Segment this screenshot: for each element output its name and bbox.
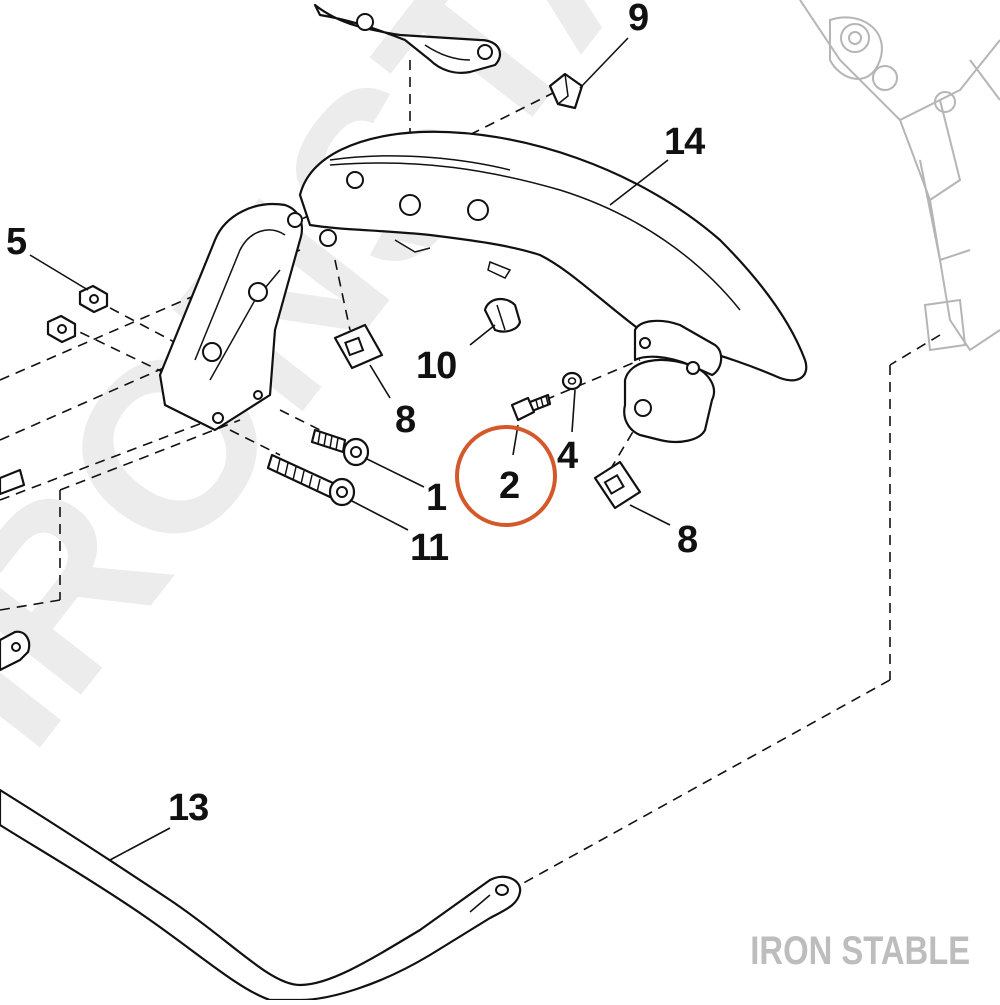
part-9-clip — [548, 72, 584, 110]
callout-8-lower: 8 — [677, 519, 697, 561]
callout-9: 9 — [628, 0, 648, 39]
top-bracket-part — [313, 3, 502, 74]
part-2-screw — [510, 393, 552, 422]
left-partial-bolt — [0, 468, 26, 496]
brand-watermark-logo: IRON STABLE — [750, 929, 970, 973]
left-lower-bracket — [0, 630, 31, 672]
callout-10: 10 — [416, 345, 456, 387]
part-14-fender — [298, 130, 808, 382]
callout-labels: 9 14 5 10 8 4 2 1 11 8 13 — [6, 0, 706, 829]
part-8-clip-nut-upper — [333, 323, 384, 370]
leader-lines — [29, 37, 671, 861]
highlight-circle — [455, 425, 557, 527]
callout-11: 11 — [410, 527, 449, 569]
callout-13: 13 — [168, 787, 208, 829]
ghost-assembly-upper-right — [799, 0, 1000, 352]
part-1-bolt — [310, 428, 370, 467]
callout-5: 5 — [6, 221, 27, 263]
left-side-bracket — [158, 202, 303, 432]
part-4-washer — [561, 371, 583, 391]
part-5-nuts — [46, 284, 109, 344]
part-13-rail — [0, 788, 522, 1002]
right-mount-block — [623, 319, 723, 444]
callout-1: 1 — [426, 477, 447, 519]
part-8-clip-nut-lower — [593, 460, 642, 510]
part-10-clip — [483, 297, 522, 333]
callout-4: 4 — [557, 435, 578, 477]
callout-2: 2 — [499, 465, 519, 507]
callout-8-upper: 8 — [395, 399, 415, 441]
part-11-bolt — [266, 453, 356, 507]
callout-14: 14 — [664, 121, 705, 163]
